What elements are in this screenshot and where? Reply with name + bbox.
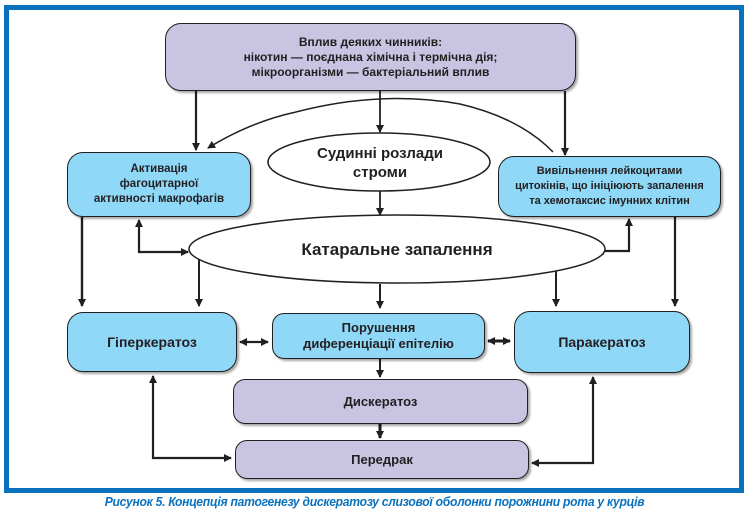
- node-precancer: Передрак: [235, 440, 529, 479]
- edge-arc: [295, 97, 554, 153]
- edge-catarrhal-macrophages: [135, 219, 189, 256]
- cytokines-line-3: та хемотаксис імунних клітин: [529, 195, 690, 207]
- node-catarrhal: Катаральне запалення: [190, 230, 604, 270]
- edge-precancer-hyperkeratosis: [149, 375, 232, 462]
- node-hyperkeratosis: Гіперкератоз: [67, 312, 237, 372]
- node-factors: Вплив деяких чинників: нікотин — поєднан…: [165, 23, 576, 91]
- figure-caption: Рисунок 5. Концепція патогенезу дискерат…: [104, 494, 645, 509]
- edge-precancer-parakeratosis: [531, 376, 597, 467]
- cytokines-line-2: цитокінів, що ініціюють запалення: [515, 180, 704, 192]
- node-differentiation: Порушення диференціації епітелію: [272, 313, 485, 359]
- factors-line-3: мікроорганізми — бактеріальний вплив: [251, 64, 490, 79]
- node-macrophages: Активація фагоцитарної активності макроф…: [67, 152, 251, 217]
- edge-catarrhal-cytokines: [596, 218, 633, 255]
- macrophages-line-3: активності макрофагів: [93, 193, 225, 205]
- cytokines-line-1: Вивільнення лейкоцитами: [536, 165, 683, 177]
- dyskeratosis-label: Дискератоз: [343, 394, 418, 409]
- precancer-label: Передрак: [351, 452, 413, 467]
- differentiation-line-1: Порушення: [341, 320, 416, 335]
- hyperkeratosis-label: Гіперкератоз: [107, 334, 197, 350]
- macrophages-line-1: Активація: [130, 163, 188, 175]
- vascular-line-2: строми: [352, 164, 408, 181]
- factors-line-1: Вплив деяких чинників:: [298, 34, 443, 49]
- edge-curve-to-macrophages: [207, 111, 297, 149]
- differentiation-line-2: диференціації епітелію: [303, 336, 454, 351]
- node-dyskeratosis: Дискератоз: [233, 379, 528, 424]
- vascular-ellipse-shape: [267, 132, 491, 192]
- node-vascular: Судинні розлади строми: [270, 134, 490, 192]
- node-parakeratosis: Паракератоз: [514, 311, 690, 373]
- catarrhal-ellipse-shape: [188, 214, 606, 284]
- parakeratosis-label: Паракератоз: [558, 334, 646, 350]
- figure-frame: [4, 5, 744, 493]
- node-cytokines: Вивільнення лейкоцитами цитокінів, що ін…: [498, 156, 721, 217]
- factors-line-2: нікотин — поєднана хімічна і термічна ді…: [243, 49, 498, 64]
- vascular-line-1: Судинні розлади: [317, 145, 443, 162]
- macrophages-line-2: фагоцитарної: [119, 178, 199, 190]
- catarrhal-label: Катаральне запалення: [301, 240, 493, 259]
